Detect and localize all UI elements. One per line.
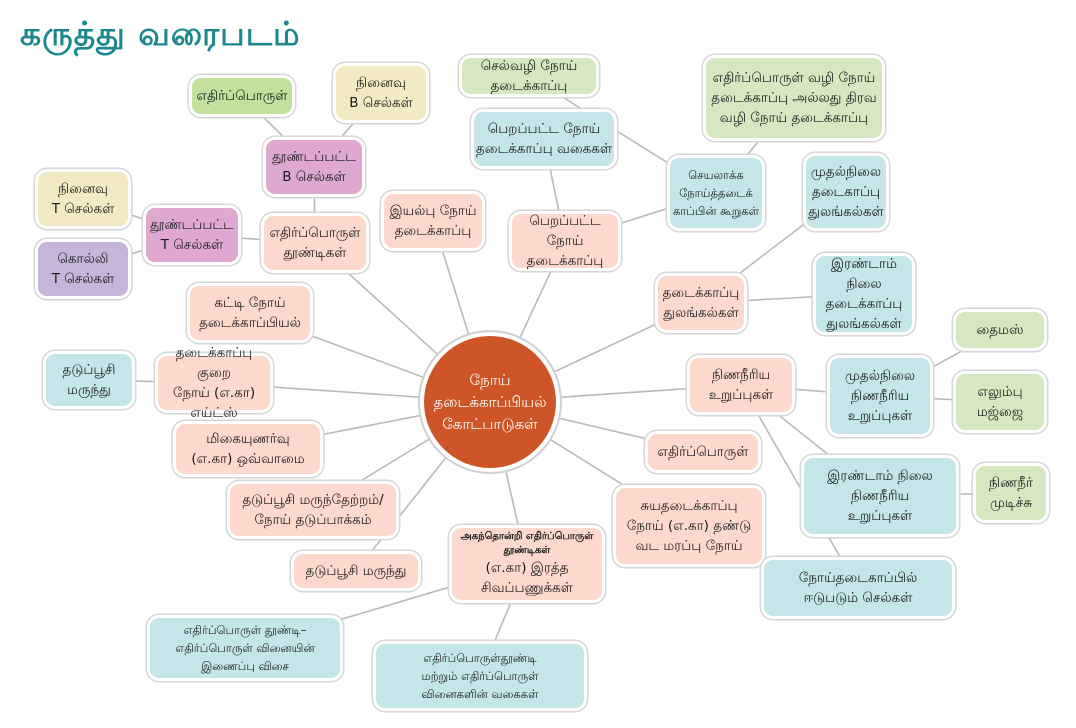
autoantigens-heading: அகந்தொன்றி எதிர்ப்பொருள் தூண்டிகள் — [460, 531, 594, 556]
concept-hypersensitivity: மிகையுணர்வு (எ.கா) ஒவ்வாமை — [176, 424, 320, 474]
concept-antigens: எதிர்ப்பொருள் தூண்டிகள் — [264, 216, 366, 270]
concept-memory-t-cells: நினைவு T செல்கள் — [38, 172, 128, 226]
concept-memory-b-cells: நினைவு B செல்கள் — [336, 66, 426, 120]
concept-antibody: எதிர்ப்பொருள் — [192, 78, 292, 114]
concept-vaccination: தடுப்பூசி மருந்தேற்றம்/ நோய் தடுப்பாக்கம… — [230, 484, 396, 536]
concept-primary-immune-response: முதல்நிலை தடைகாப்பு துலங்கல்கள் — [806, 156, 886, 228]
concept-killer-t-cells: கொல்லி T செல்கள் — [38, 242, 128, 296]
concept-immunodeficiency: தடைக்காப்பு குறை நோய் (எ.கா) எய்ட்ஸ் — [158, 345, 270, 421]
concept-bone-marrow: எலும்பு மஜ்ஜை — [956, 374, 1044, 430]
concept-humoral-immunity: எதிர்ப்பொருள் வழி நோய் தடைக்காப்பு அல்லத… — [706, 58, 882, 138]
autoantigens-example: (எ.கா) இரத்த சிவப்பணுக்கள் — [481, 560, 573, 596]
concept-thymus: தைமஸ் — [956, 312, 1044, 348]
concept-secondary-lymphoid-organs: இரண்டாம் நிலை நிணநீரிய உறுப்புகள் — [804, 458, 956, 534]
concept-acquired-immunity: பெறப்பட்ட நோய் தடைக்காப்பு — [512, 213, 618, 269]
page-title: கருத்து வரைபடம் — [20, 14, 301, 53]
concept-antibody-2: எதிர்ப்பொருள் — [648, 434, 758, 470]
concept-active-immunity-components: செயலாக்க நோய்த்தடைக் காப்பின் கூறுகள் — [670, 158, 762, 228]
concept-lymph-node: நிணநீர் முடிச்சு — [976, 466, 1046, 520]
concept-autoantigens: அகந்தொன்றி எதிர்ப்பொருள் தூண்டிகள் (எ.கா… — [452, 528, 602, 600]
concept-primary-lymphoid-organs: முதல்நிலை நிணநீரிய உறுப்புகள் — [830, 358, 930, 434]
concept-vaccine-left: தடுப்பூசி மருந்து — [46, 354, 132, 406]
concept-antigen-antibody-reaction-types: எதிர்ப்பொருள்தூண்டி மற்றும் எதிர்ப்பொருள… — [376, 644, 584, 708]
concept-acquired-immunity-types: பெறப்பட்ட நோய் தடைக்காப்பு வகைகள் — [474, 112, 614, 166]
concept-vaccine: தடுப்பூசி மருந்து — [294, 554, 418, 588]
concept-antigen-antibody-binding-force: எதிர்ப்பொருள் தூண்டி– எதிர்ப்பொருள் வினை… — [150, 618, 340, 678]
concept-tumor-immunology: கட்டி நோய் தடைக்காப்பியல் — [190, 286, 310, 340]
concept-activated-t-cells: தூண்டப்பட்ட T செல்கள் — [146, 208, 238, 262]
connector-line — [740, 384, 859, 589]
concept-immune-cells: நோய்தடைகாப்பில் ஈடுபடும் செல்கள் — [764, 560, 952, 616]
central-concept: நோய் தடைக்காப்பியல் கோட்பாடுகள் — [424, 336, 556, 468]
concept-autoimmunity: சுயதடைக்காப்பு நோய் (எ.கா) தண்டு வட மரப்… — [616, 488, 762, 564]
concept-immune-responses: தடைக்காப்பு துலங்கல்கள் — [658, 276, 744, 330]
concept-lymphoid-organs: நிணநீரிய உறுப்புகள் — [690, 358, 792, 412]
concept-cell-mediated-immunity: செல்வழி நோய் தடைக்காப்பு — [462, 58, 596, 94]
concept-secondary-immune-response: இரண்டாம் நிலை தடைக்காப்பு துலங்கல்கள் — [816, 256, 912, 332]
concept-innate-immunity: இயல்பு நோய் தடைக்காப்பு — [384, 194, 482, 248]
concept-activated-b-cells: தூண்டப்பட்ட B செல்கள் — [266, 140, 362, 194]
